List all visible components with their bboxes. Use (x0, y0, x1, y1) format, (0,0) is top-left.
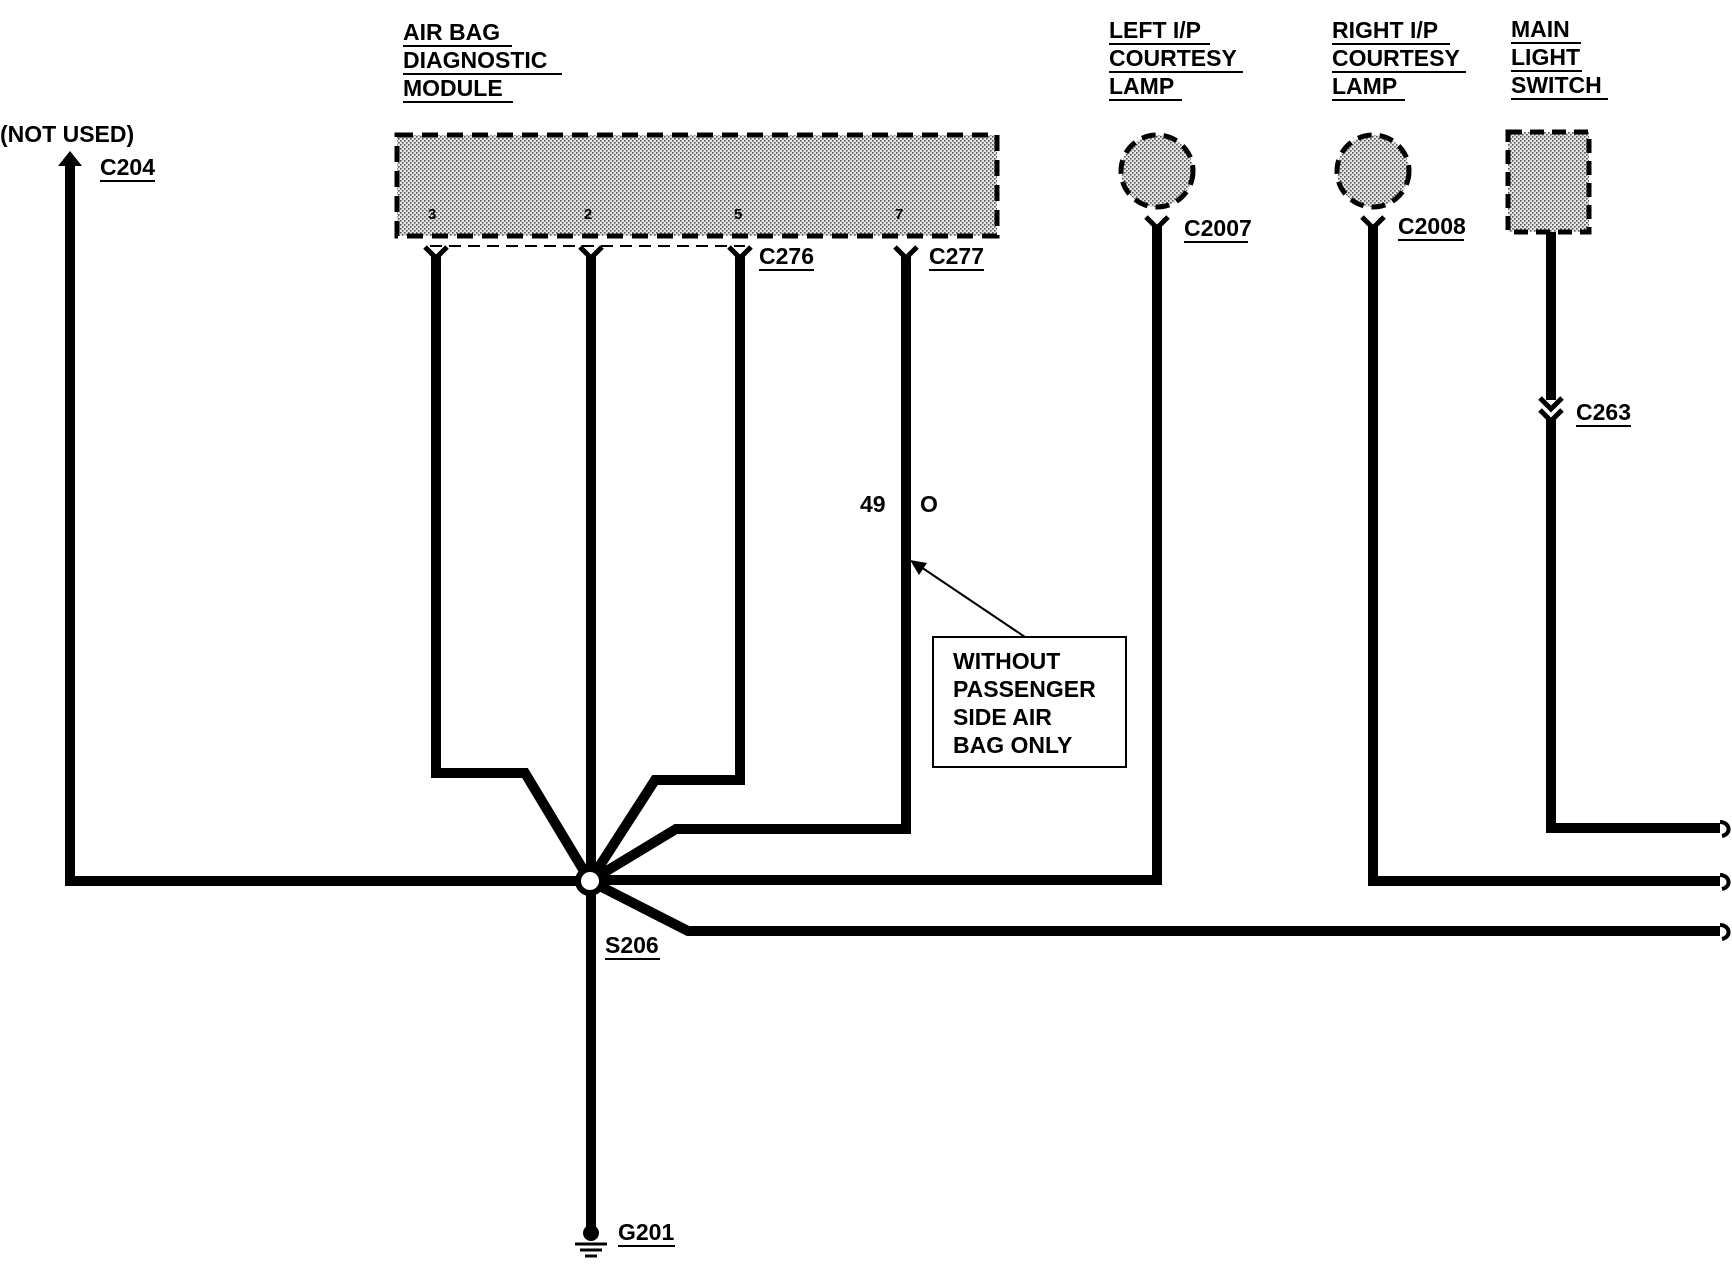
abdm-pin-3: 3 (428, 206, 436, 223)
circuit-color: O (920, 491, 938, 517)
left-ip-courtesy-lamp: LEFT I/P COURTESY LAMP C2007 (1109, 17, 1252, 243)
abdm-title-line-1: AIR BAG (403, 19, 500, 45)
ground-label: G201 (618, 1219, 674, 1245)
wire-left-lamp (590, 226, 1162, 885)
wire-main-switch-lower (1546, 418, 1720, 833)
callout-arrow-icon (910, 560, 927, 575)
c204-label: C204 (100, 154, 155, 180)
splice-s206: S206 (575, 866, 660, 960)
c2007-label: C2007 (1184, 215, 1252, 241)
wire-right-lamp (1368, 226, 1720, 886)
c263-label: C263 (1576, 399, 1631, 425)
wires (65, 162, 1720, 1228)
ground-icon (583, 1225, 599, 1241)
continuation-hooks (1719, 820, 1731, 941)
switch-title-line-2: LIGHT (1511, 44, 1580, 70)
abdm-pin-5: 5 (734, 206, 742, 223)
air-bag-diagnostic-module: AIR BAG DIAGNOSTIC MODULE 3 2 5 7 (394, 19, 1000, 247)
note-box (932, 636, 1127, 768)
abdm-pin-7: 7 (895, 206, 903, 223)
wire-abdm-pin-7 (587, 256, 911, 886)
left-lamp-bulb-icon (1118, 132, 1196, 210)
left-lamp-title-line-1: LEFT I/P (1109, 17, 1201, 43)
wire-abdm-pin-5 (585, 256, 745, 884)
note-line-4: BAG ONLY (953, 732, 1072, 758)
splice-icon (575, 866, 605, 896)
abdm-module-box (394, 132, 1000, 239)
c277-label: C277 (929, 243, 984, 269)
note-line-1: WITHOUT (953, 648, 1060, 674)
c276-label: C276 (759, 243, 814, 269)
splice-label: S206 (605, 932, 659, 958)
connector-symbols (423, 215, 1564, 425)
not-used-label: (NOT USED) (0, 121, 134, 147)
abdm-pin-2: 2 (584, 206, 592, 223)
right-lamp-title-line-2: COURTESY (1332, 45, 1460, 71)
note-line-2: PASSENGER (953, 676, 1096, 702)
circuit-number: 49 (860, 491, 886, 517)
note-callout: WITHOUT PASSENGER SIDE AIR BAG ONLY (910, 560, 1127, 768)
main-light-switch-box (1505, 129, 1592, 235)
left-lamp-title-line-2: COURTESY (1109, 45, 1237, 71)
abdm-title-line-2: DIAGNOSTIC (403, 47, 547, 73)
wire-continuation-right (587, 876, 1720, 936)
ground-g201: G201 (575, 1219, 675, 1258)
right-ip-courtesy-lamp: RIGHT I/P COURTESY LAMP C2008 (1332, 17, 1466, 241)
not-used-arrow-icon (58, 151, 82, 166)
main-light-switch: MAIN LIGHT SWITCH C263 (1505, 16, 1631, 427)
right-lamp-title-line-1: RIGHT I/P (1332, 17, 1438, 43)
c2008-label: C2008 (1398, 213, 1466, 239)
wire-abdm-pin-3 (431, 256, 595, 884)
wire-c204 (65, 162, 590, 886)
right-lamp-bulb-icon (1334, 132, 1412, 210)
left-lamp-title-line-3: LAMP (1109, 73, 1174, 99)
abdm-title-line-3: MODULE (403, 75, 503, 101)
right-lamp-title-line-3: LAMP (1332, 73, 1397, 99)
switch-title-line-1: MAIN (1511, 16, 1570, 42)
switch-title-line-3: SWITCH (1511, 72, 1602, 98)
note-line-3: SIDE AIR (953, 704, 1052, 730)
